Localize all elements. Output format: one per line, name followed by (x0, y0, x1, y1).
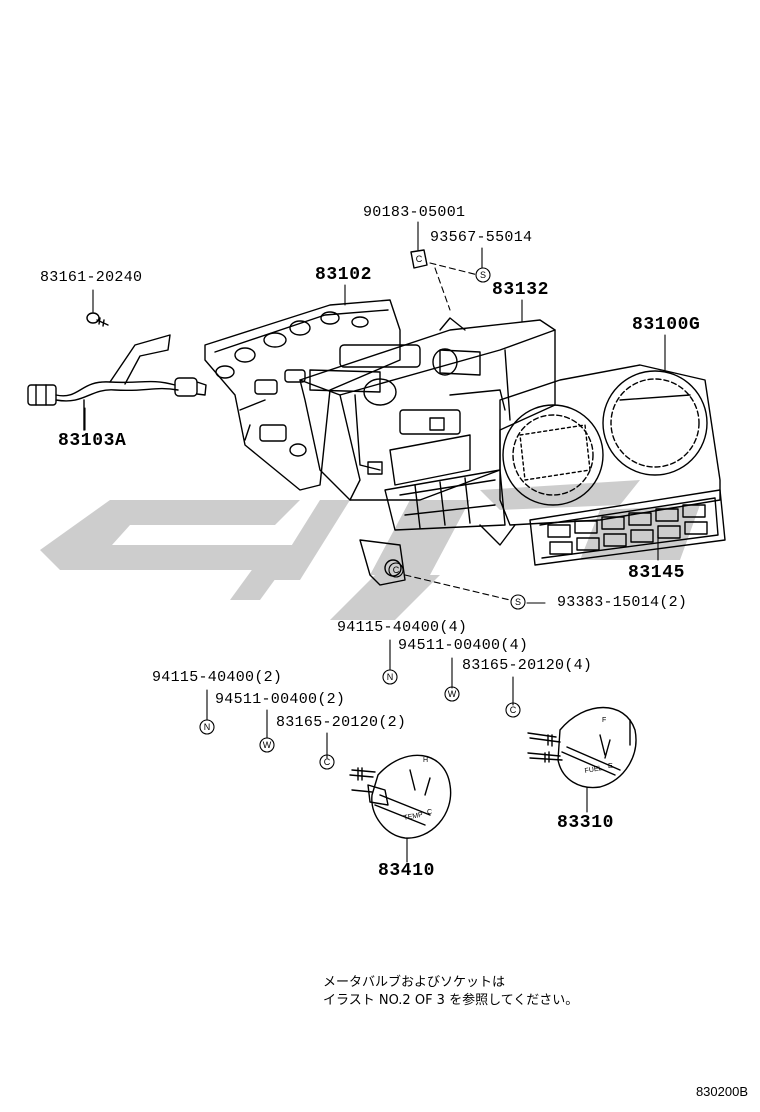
label-83410: 83410 (378, 861, 436, 881)
label-94115-40400-2: 94115-40400(2) (152, 669, 283, 686)
note-line-1: メータバルブおよびソケットは (323, 975, 506, 990)
figure-code: 830200B (695, 1084, 748, 1099)
label-83103a: 83103A (58, 431, 127, 451)
label-83102: 83102 (315, 265, 373, 285)
symbol-circles (199, 267, 526, 770)
trim-panel-83145 (529, 489, 726, 566)
label-90183-05001: 90183-05001 (363, 204, 466, 221)
symbol-s-lower: S (515, 597, 521, 607)
symbol-c-4: C (510, 705, 517, 715)
label-83145: 83145 (628, 563, 686, 583)
temp-gauge-label: TEMP (403, 812, 424, 822)
meter-circuit-plate-83102 (204, 299, 401, 491)
label-83165-20120-4: 83165-20120(4) (462, 657, 593, 674)
symbol-w-4: W (448, 689, 457, 699)
label-83310: 83310 (557, 813, 615, 833)
fuel-gauge-f-mark: F (602, 717, 606, 724)
symbol-w-2: W (263, 740, 272, 750)
symbol-c-clip: C (416, 254, 423, 264)
clip-90183-05001 (410, 249, 428, 269)
symbol-n-4: N (387, 672, 394, 682)
note-line-2: イラスト NO.2 OF 3 を参照してください。 (323, 993, 579, 1008)
symbol-c-bracket: C (393, 565, 400, 575)
temp-gauge-83410 (349, 754, 452, 839)
label-93383-15014: 93383-15014(2) (557, 594, 688, 611)
label-93567-55014: 93567-55014 (430, 229, 533, 246)
label-83100g: 83100G (632, 315, 701, 335)
label-83132: 83132 (492, 280, 550, 300)
label-83161-20240: 83161-20240 (40, 269, 143, 286)
symbol-c-2: C (324, 757, 331, 767)
symbol-n-2: N (204, 722, 211, 732)
wire-harness-83103a (27, 334, 207, 431)
leader-lines (84, 221, 666, 863)
label-83165-20120-2: 83165-20120(2) (276, 714, 407, 731)
temp-gauge-h-mark: H (423, 757, 428, 764)
fuel-gauge-label: FUEL (584, 765, 603, 775)
temp-gauge-c-mark: C (427, 809, 432, 816)
label-94511-00400-4: 94511-00400(4) (398, 637, 529, 654)
fuel-gauge-e-mark: E (608, 763, 613, 770)
symbol-s-upper: S (480, 270, 486, 280)
screw-83161-20240 (86, 312, 109, 327)
label-94511-00400-2: 94511-00400(2) (215, 691, 346, 708)
label-94115-40400-4: 94115-40400(4) (337, 619, 468, 636)
fuel-gauge-83310 (527, 706, 637, 789)
